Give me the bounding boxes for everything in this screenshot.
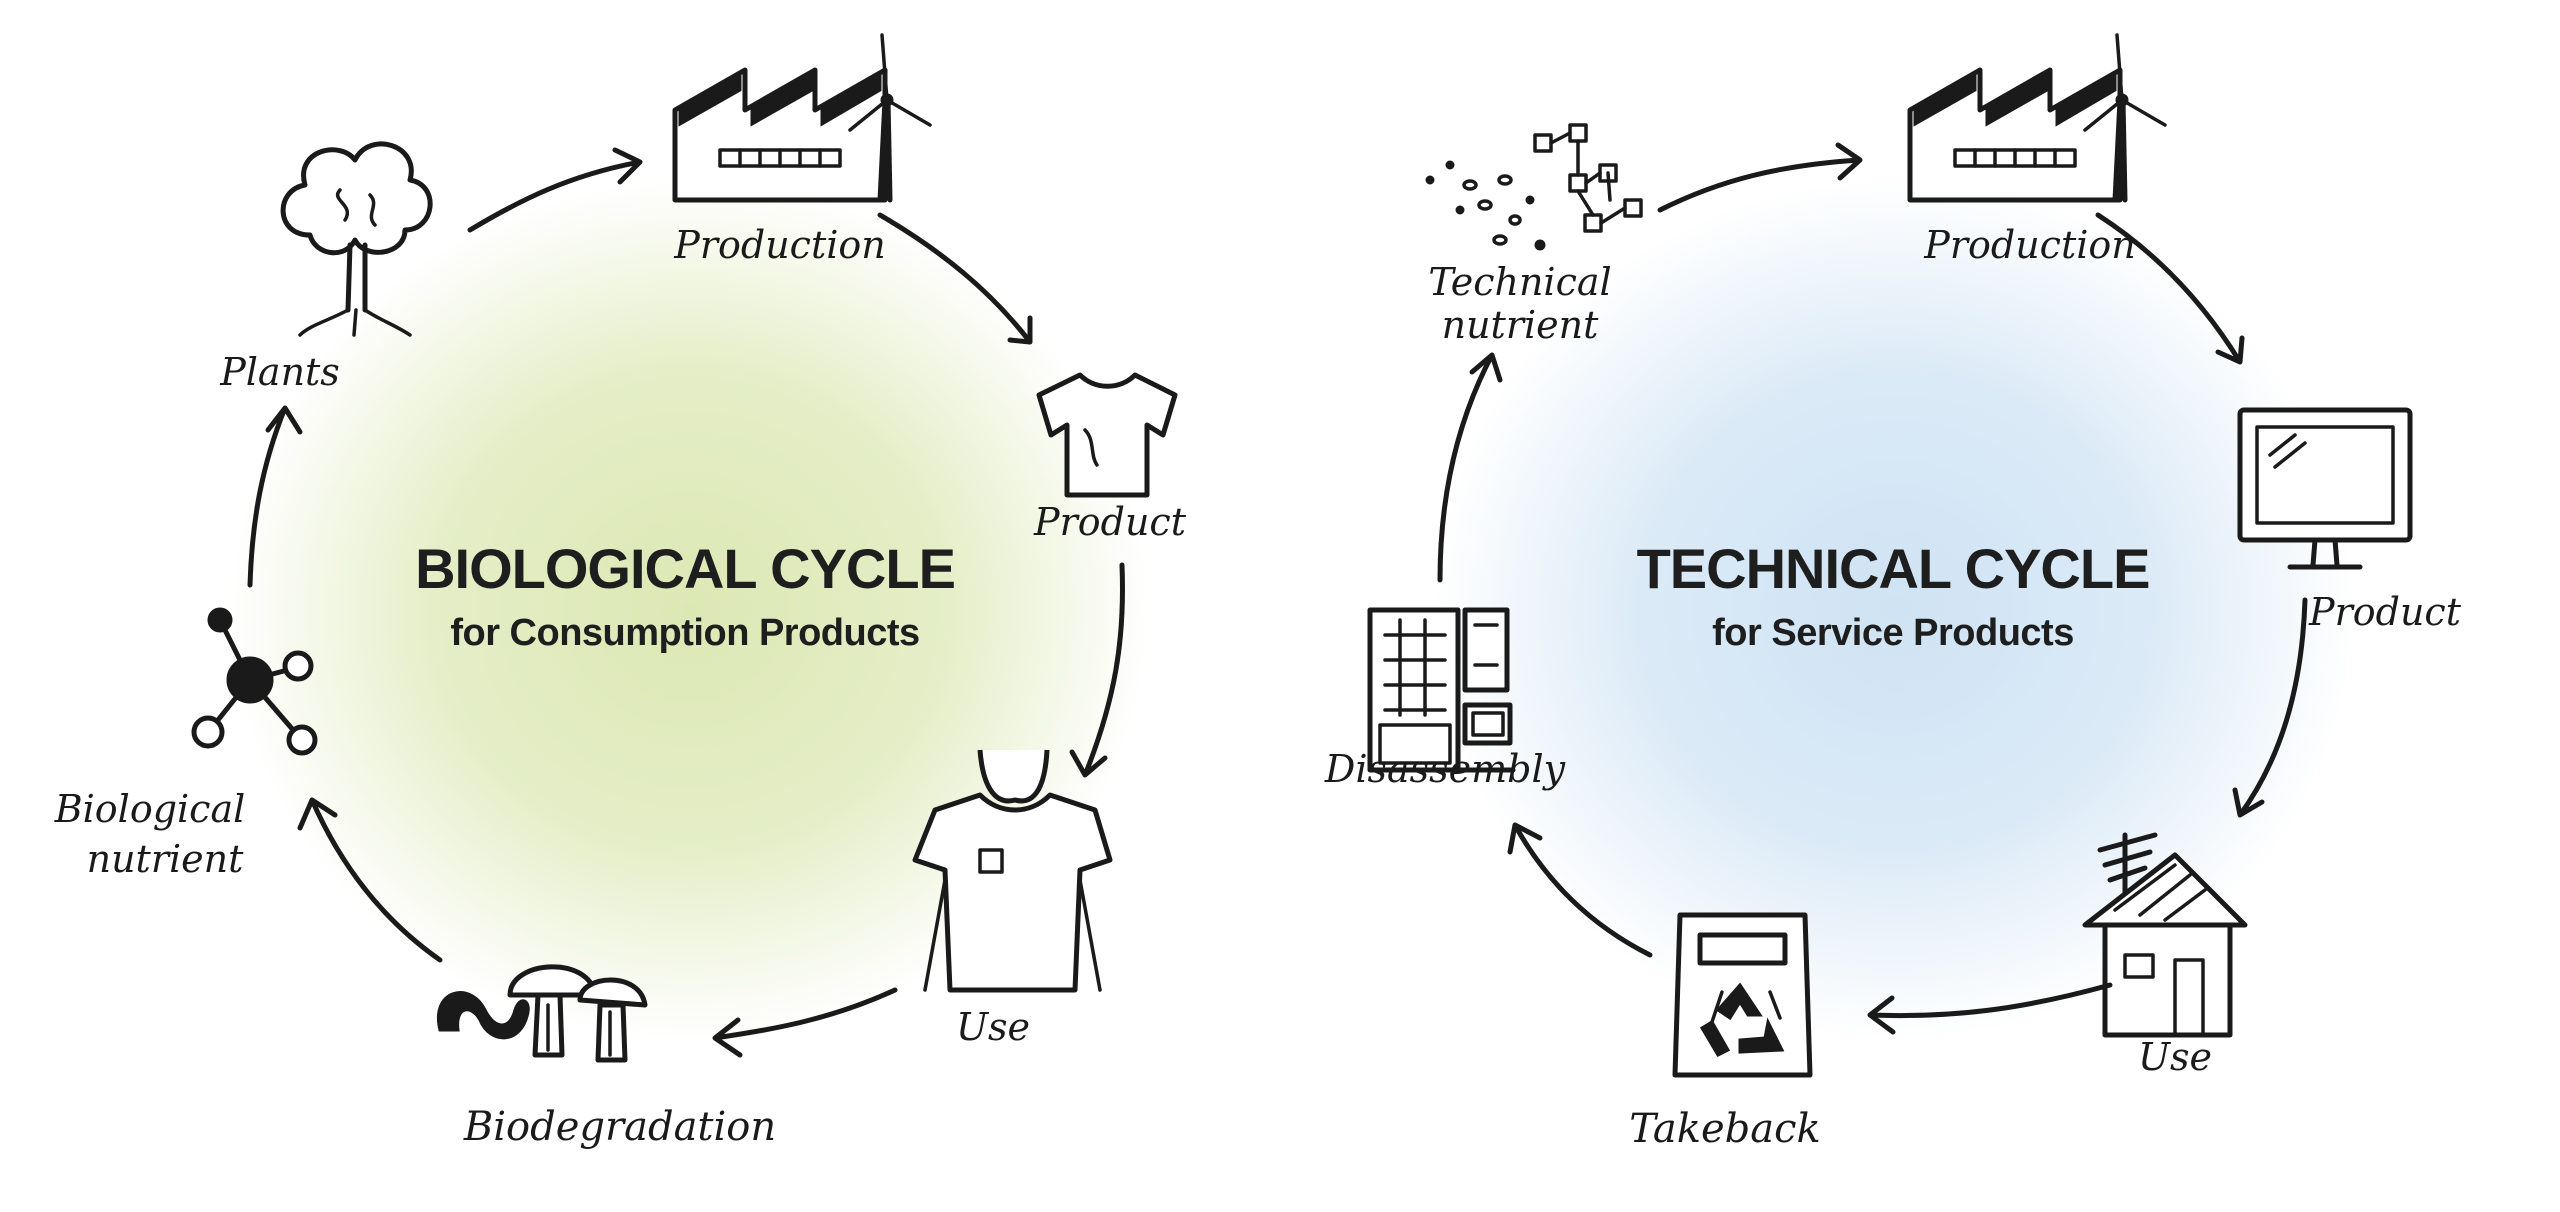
arrow-takeback-to-disassembly	[1507, 822, 1653, 958]
biological-use-label: Use	[956, 1005, 1030, 1049]
arrow-product-to-use	[2232, 597, 2308, 818]
factory-icon	[1907, 33, 2167, 203]
biological-cycle-subtitle: for Consumption Products	[450, 612, 919, 654]
arrow-disassembly-to-nutrient	[1437, 352, 1503, 583]
arrow-nutrient-to-production	[1657, 142, 1863, 213]
biological-cycle: BIOLOGICAL CYCLE for Consumption Product…	[54, 33, 1187, 1150]
biological-cycle-glow	[230, 180, 1150, 1040]
arrow-plants-to-production	[467, 147, 643, 233]
arrow-use-to-biodegradation	[712, 987, 898, 1058]
biological-production-label: Production	[673, 223, 885, 267]
biological-cycle-arrows	[247, 147, 1125, 1058]
recycling-bin-icon	[1672, 912, 1813, 1078]
biological-product-label: Product	[1033, 500, 1187, 544]
molecule-icon	[191, 607, 318, 756]
arrow-biodegradation-to-nutrient	[297, 797, 443, 963]
disassembled-parts-icon	[1367, 607, 1516, 773]
technical-disassembly-label: Disassembly	[1324, 747, 1566, 791]
technical-use-label: Use	[2138, 1035, 2212, 1079]
biological-cycle-title: BIOLOGICAL CYCLE	[415, 537, 955, 600]
arrow-product-to-use	[1069, 562, 1125, 778]
technical-cycle-title: TECHNICAL CYCLE	[1637, 537, 2150, 600]
technical-takeback-label: Takeback	[1629, 1106, 1820, 1152]
arrow-production-to-product	[2095, 212, 2245, 365]
technical-production-label: Production	[1923, 223, 2135, 267]
arrow-use-to-takeback	[1867, 982, 2113, 1035]
biological-nutrient-label-line1: Biological	[54, 787, 246, 831]
biological-plants-label: Plants	[219, 350, 340, 394]
technical-nutrient-label-line1: Technical	[1428, 260, 1611, 304]
house-with-antenna-icon	[2082, 832, 2248, 1038]
technical-cycle-glow	[1435, 180, 2355, 1040]
factory-icon	[672, 33, 932, 203]
technical-cycle-subtitle: for Service Products	[1712, 612, 2074, 654]
technical-cycle-arrows	[1437, 142, 2308, 1035]
tshirt-icon	[1036, 372, 1178, 498]
biological-biodegradation-label: Biodegradation	[463, 1104, 776, 1150]
biological-nutrient-label-line2: nutrient	[87, 837, 244, 881]
technical-product-label: Product	[2308, 590, 2462, 634]
person-wearing-shirt-icon	[912, 749, 1113, 993]
monitor-icon	[2237, 407, 2413, 570]
worm-and-mushrooms-icon	[436, 964, 648, 1063]
technical-particles-icon	[1425, 123, 1643, 251]
arrow-nutrient-to-plants	[247, 405, 303, 588]
tree-icon	[280, 141, 433, 337]
technical-cycle: TECHNICAL CYCLE for Service Products Tec…	[1324, 33, 2462, 1152]
technical-nutrient-label-line2: nutrient	[1442, 303, 1599, 347]
arrow-production-to-product	[877, 212, 1033, 345]
